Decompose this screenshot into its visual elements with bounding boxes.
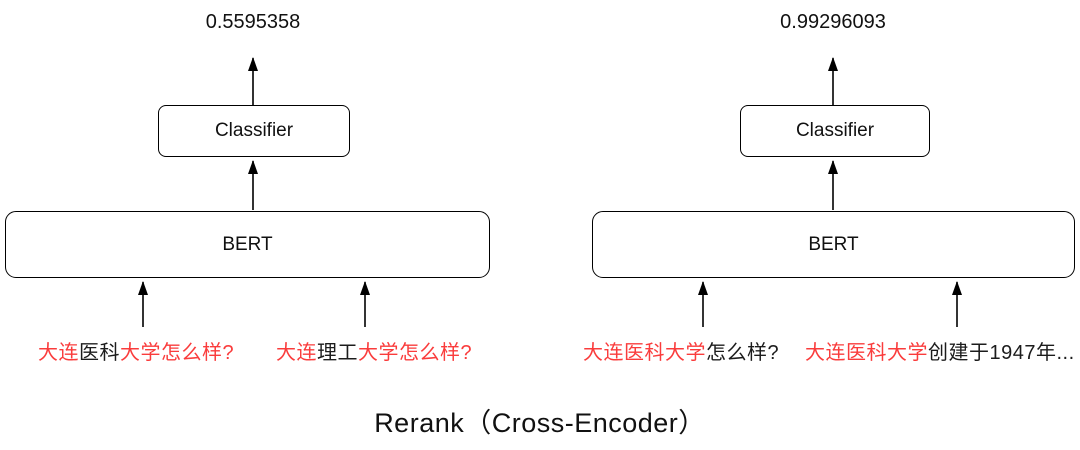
text-segment: 大连医科大学 (805, 342, 928, 364)
input-text-left-query2: 大连理工大学怎么样? (276, 342, 472, 364)
text-segment: 怎么样? (706, 342, 780, 364)
input-text-left-query1: 大连医科大学怎么样? (38, 342, 234, 364)
text-segment: 大连 (276, 342, 317, 364)
text-segment: 大学怎么样? (358, 342, 473, 364)
score-right: 0.99296093 (780, 11, 886, 33)
classifier-label-right: Classifier (795, 120, 875, 141)
score-left: 0.5595358 (205, 11, 301, 33)
bert-label-left: BERT (222, 233, 273, 255)
text-segment: 大连 (38, 342, 79, 364)
classifier-label-left: Classifier (214, 120, 294, 141)
bert-box-right: BERT (592, 211, 1075, 278)
input-text-right-query: 大连医科大学怎么样? (583, 342, 779, 364)
text-segment: 理工 (317, 342, 358, 364)
classifier-box-right: Classifier (740, 105, 930, 157)
text-segment: 医科 (79, 342, 120, 364)
text-segment: 创建于1947年... (928, 342, 1075, 364)
diagram-caption: Rerank（Cross-Encoder） (374, 408, 706, 438)
bert-box-left: BERT (5, 211, 490, 278)
text-segment: 大连医科大学 (583, 342, 706, 364)
text-segment: 大学怎么样? (120, 342, 235, 364)
input-text-right-passage: 大连医科大学创建于1947年... (805, 342, 1075, 364)
bert-label-right: BERT (808, 233, 859, 255)
classifier-box-left: Classifier (158, 105, 350, 157)
